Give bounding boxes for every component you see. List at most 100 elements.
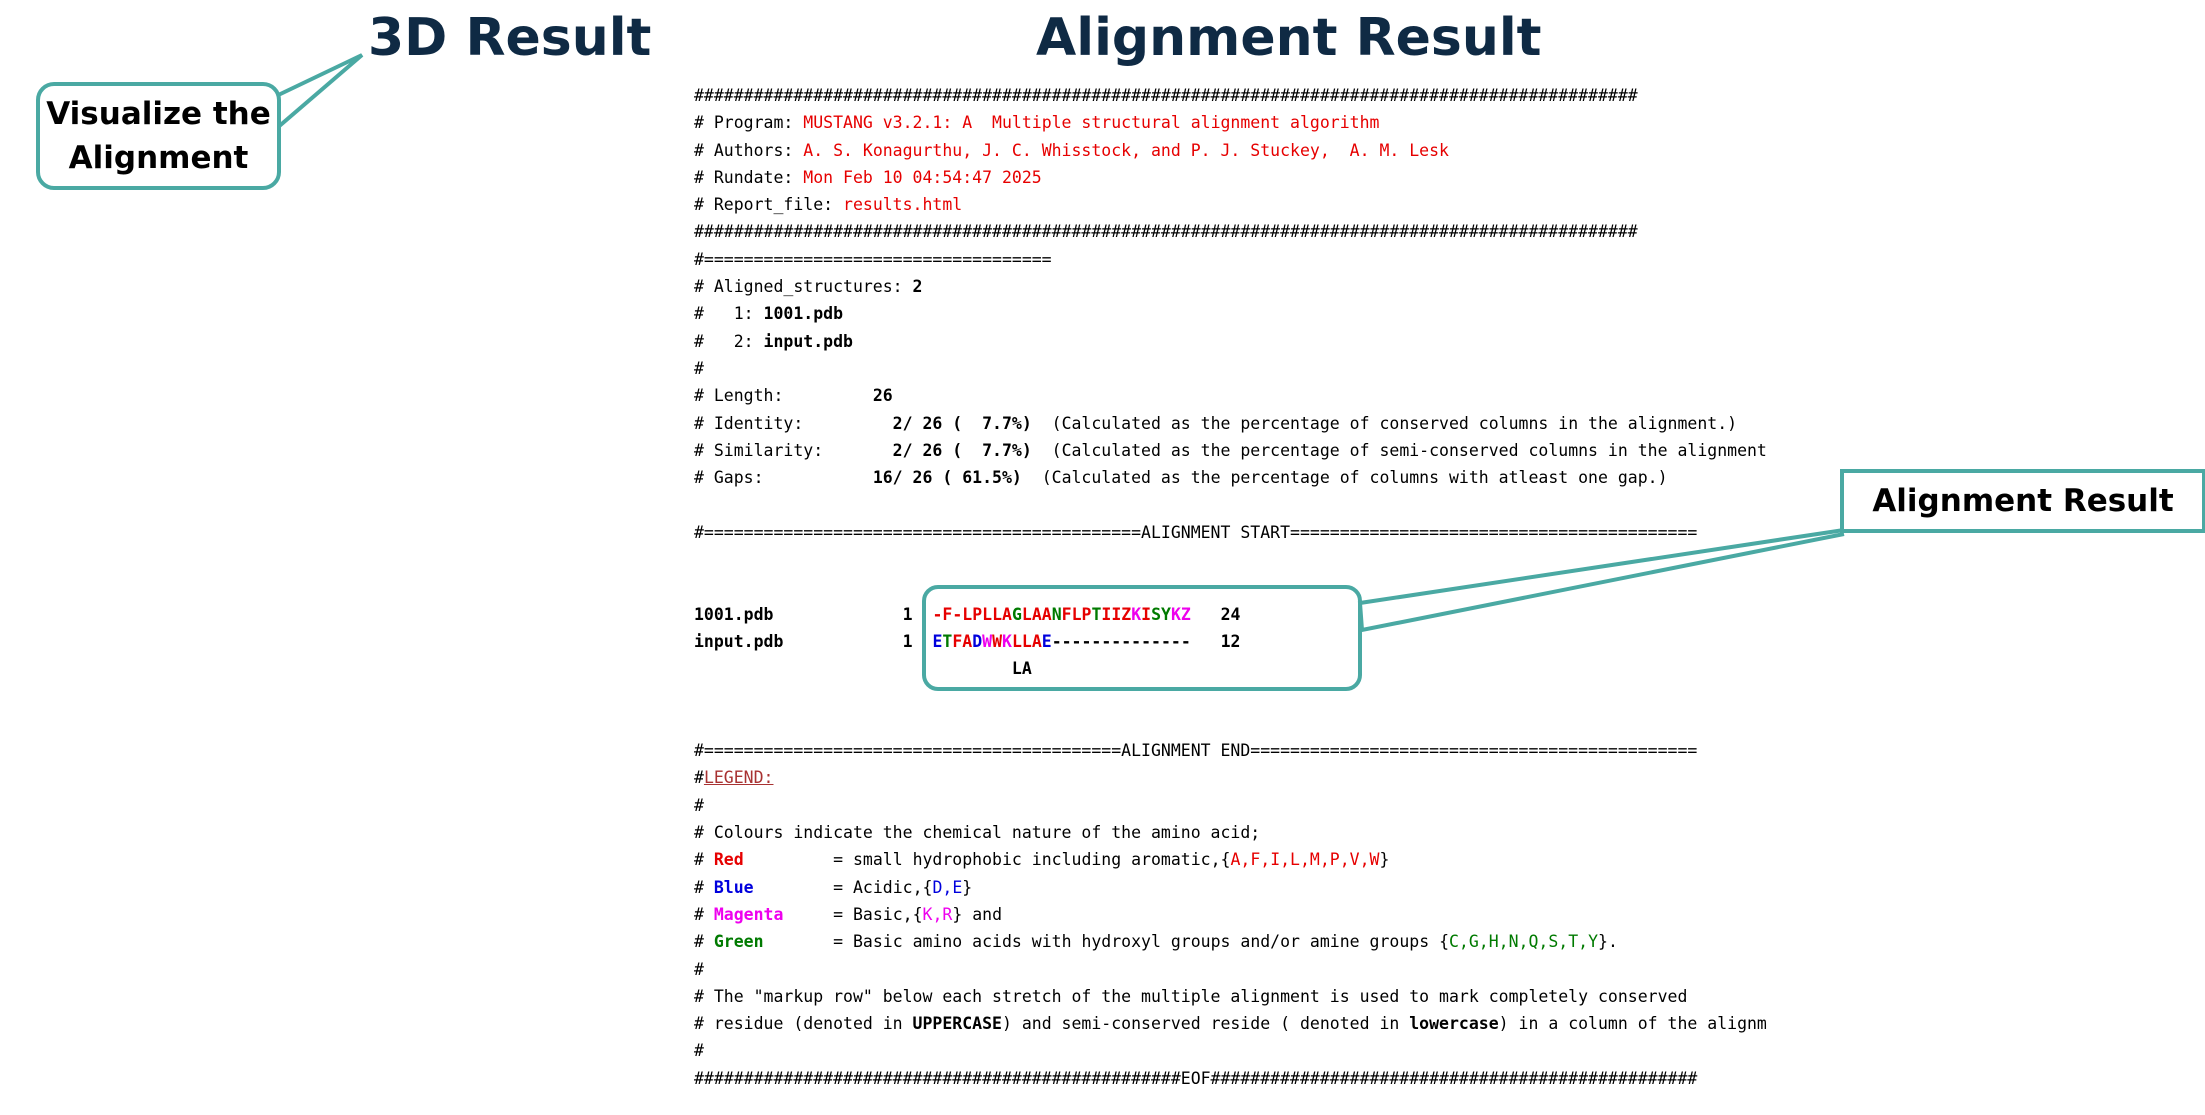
legend-green-desc: = Basic amino acids with hydroxyl groups… bbox=[833, 932, 1440, 952]
similarity-label: # Similarity: bbox=[694, 440, 883, 460]
structure-1-prefix: # 1: bbox=[694, 304, 764, 324]
alignment-end-line: #=======================================… bbox=[694, 741, 1698, 761]
residue: G bbox=[1011, 604, 1022, 624]
similarity-value: 2/ 26 ( 7.7%) bbox=[882, 440, 1032, 460]
residue: P bbox=[972, 604, 983, 624]
program-value: MUSTANG v3.2.1: A Multiple structural al… bbox=[803, 113, 1380, 133]
seq1-end: 24 bbox=[1190, 604, 1241, 624]
authors-value: A. S. Konagurthu, J. C. Whisstock, and P… bbox=[803, 140, 1449, 160]
rundate-value: Mon Feb 10 04:54:47 2025 bbox=[803, 167, 1042, 187]
structure-2-name: input.pdb bbox=[763, 331, 853, 351]
residue: A bbox=[1031, 604, 1042, 624]
colours-note: # Colours indicate the chemical nature o… bbox=[694, 823, 1261, 843]
gaps-label: # Gaps: bbox=[694, 468, 873, 488]
legend-link[interactable]: LEGEND: bbox=[703, 768, 774, 788]
seq2-name: input.pdb bbox=[694, 631, 784, 651]
residue: I bbox=[1101, 604, 1112, 624]
residue: K bbox=[1131, 604, 1142, 624]
markup-note-uppercase: UPPERCASE bbox=[912, 1014, 1002, 1034]
legend-red-desc: = small hydrophobic including aromatic, bbox=[833, 850, 1221, 870]
mustang-report: ########################################… bbox=[694, 86, 1767, 1088]
aligned-structures-label: # Aligned_structures: bbox=[694, 277, 913, 297]
residue: Z bbox=[1180, 604, 1191, 624]
residue: F bbox=[952, 631, 963, 651]
markup-row: LA bbox=[1011, 659, 1032, 679]
alignment-sequence-highlight-box bbox=[922, 585, 1362, 691]
residue: P bbox=[1081, 604, 1092, 624]
residue: W bbox=[982, 631, 993, 651]
legend-prefix: # bbox=[694, 768, 704, 788]
residue: A bbox=[962, 631, 973, 651]
structure-1-name: 1001.pdb bbox=[763, 304, 844, 324]
seq2-residues: ETFADWWKLLAE-------------- bbox=[932, 632, 1190, 651]
legend-magenta-set: K,R bbox=[922, 904, 953, 924]
residue: T bbox=[942, 631, 953, 651]
report-file-label: # Report_file: bbox=[694, 195, 844, 215]
eq-line: #=================================== bbox=[694, 249, 1052, 269]
callout-line-2: Alignment bbox=[68, 140, 249, 176]
identity-note: (Calculated as the percentage of conserv… bbox=[1031, 413, 1738, 433]
residue: -------------- bbox=[1051, 631, 1191, 651]
similarity-note: (Calculated as the percentage of semi-co… bbox=[1031, 440, 1767, 460]
visualize-alignment-callout[interactable]: Visualize the Alignment bbox=[36, 82, 281, 190]
eof-line: ########################################… bbox=[694, 1068, 1698, 1088]
residue: L bbox=[1071, 604, 1082, 624]
length-label: # Length: bbox=[694, 386, 873, 406]
seq1-name: 1001.pdb bbox=[694, 604, 774, 624]
rundate-label: # Rundate: bbox=[694, 167, 804, 187]
markup-note-2b: ) and semi-conserved reside ( denoted in bbox=[1001, 1014, 1410, 1034]
authors-label: # Authors: bbox=[694, 140, 804, 160]
residue: I bbox=[1111, 604, 1122, 624]
legend-blue-set: D,E bbox=[932, 877, 963, 897]
markup-note-1: # The "markup row" below each stretch of… bbox=[694, 986, 1688, 1006]
residue: - bbox=[932, 604, 943, 624]
hash-only: # bbox=[694, 358, 704, 378]
3d-result-heading: 3D Result bbox=[368, 8, 652, 68]
gaps-value: 16/ 26 ( 61.5%) bbox=[872, 468, 1022, 488]
alignment-result-heading: Alignment Result bbox=[1036, 8, 1542, 68]
residue: E bbox=[1041, 631, 1052, 651]
residue: L bbox=[1011, 631, 1022, 651]
hash-line: ########################################… bbox=[694, 222, 1638, 242]
legend-magenta-desc: = Basic, bbox=[833, 904, 913, 924]
residue: L bbox=[982, 604, 993, 624]
visualize-pointer bbox=[271, 53, 364, 130]
residue: F bbox=[942, 604, 953, 624]
markup-note-lowercase: lowercase bbox=[1409, 1014, 1499, 1034]
residue: A bbox=[1041, 604, 1052, 624]
hash-line: ########################################… bbox=[694, 86, 1638, 105]
residue: - bbox=[952, 604, 963, 624]
identity-value: 2/ 26 ( 7.7%) bbox=[882, 413, 1032, 433]
identity-label: # Identity: bbox=[694, 413, 883, 433]
report-file-value: results.html bbox=[843, 195, 963, 215]
hash-only: # bbox=[694, 959, 704, 979]
length-value: 26 bbox=[872, 386, 893, 406]
gaps-note: (Calculated as the percentage of columns… bbox=[1021, 468, 1668, 488]
markup-note-2a: # residue (denoted in bbox=[694, 1014, 913, 1034]
seq2-start: 1 bbox=[902, 631, 933, 651]
residue: K bbox=[1002, 631, 1012, 651]
alignment-result-callout: Alignment Result bbox=[1840, 469, 2205, 533]
residue: N bbox=[1051, 604, 1062, 624]
residue: A bbox=[1002, 604, 1012, 624]
hash-only: # bbox=[694, 1041, 704, 1061]
residue: L bbox=[1021, 631, 1032, 651]
hash-only: # bbox=[694, 795, 704, 815]
legend-blue-name: Blue bbox=[713, 877, 754, 897]
legend-magenta-tail: and bbox=[962, 904, 1003, 924]
residue: L bbox=[992, 604, 1002, 624]
residue: I bbox=[1141, 604, 1152, 624]
alignment-start-line: #=======================================… bbox=[694, 522, 1698, 542]
residue: K bbox=[1170, 604, 1181, 624]
legend-blue-desc: = Acidic, bbox=[833, 877, 923, 897]
legend-magenta-name: Magenta bbox=[713, 904, 784, 924]
residue: F bbox=[1061, 604, 1072, 624]
legend-green-name: Green bbox=[713, 932, 764, 952]
legend-green-set: C,G,H,N,Q,S,T,Y bbox=[1449, 932, 1599, 952]
aligned-structures-count: 2 bbox=[912, 277, 923, 297]
callout-line-1: Visualize the bbox=[46, 96, 271, 132]
residue: L bbox=[962, 604, 973, 624]
seq1-start: 1 bbox=[902, 604, 933, 624]
seq1-residues: -F-LPLLAGLAANFLPTIIZKISYKZ bbox=[932, 605, 1190, 624]
residue: Y bbox=[1161, 604, 1171, 624]
